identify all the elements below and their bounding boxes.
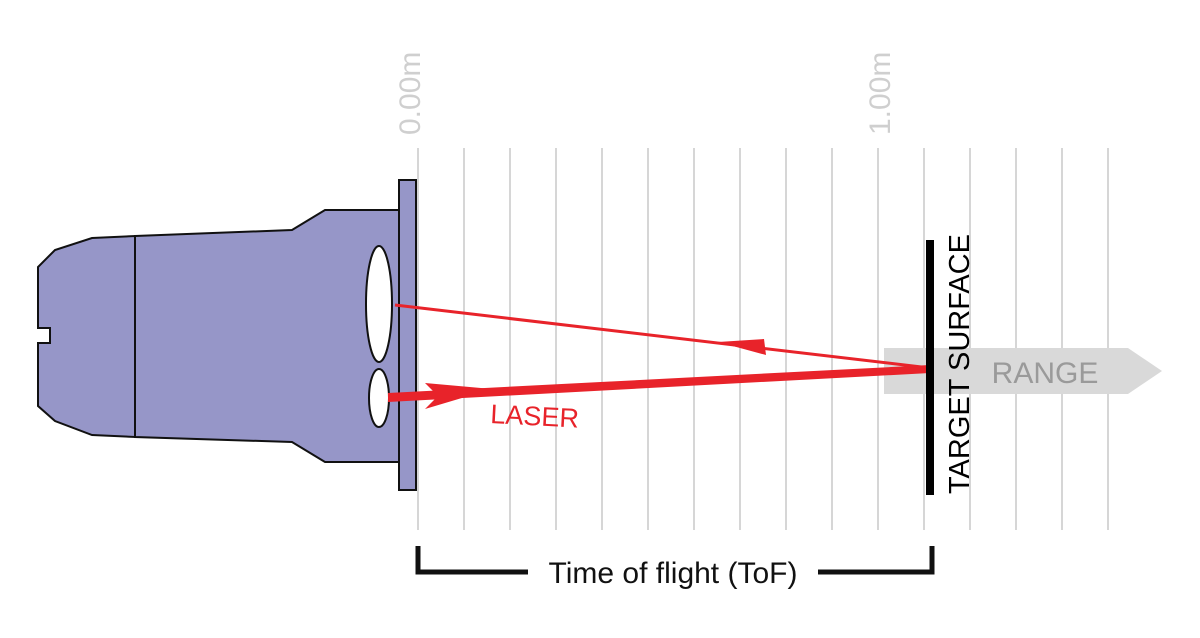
tof-bracket: Time of flight (ToF) <box>415 546 935 590</box>
receiver-lens <box>365 245 393 363</box>
sensor-main-body <box>134 209 401 463</box>
sensor-front-flange <box>398 179 417 491</box>
reflected-arrowhead <box>718 339 766 355</box>
sensor-rear-housing <box>37 234 136 439</box>
sensor-device <box>37 179 417 491</box>
range-label: RANGE <box>992 357 1099 390</box>
range-arrow: RANGE <box>884 348 1162 394</box>
outgoing-laser: LASER <box>388 365 930 434</box>
distance-grid <box>417 148 1109 530</box>
scale-start-label: 0.00m <box>394 52 427 135</box>
target-surface: TARGET SURFACE <box>926 234 976 495</box>
scale-mark-label: 1.00m <box>864 52 897 135</box>
target-surface-bar <box>926 240 934 495</box>
tof-label: Time of flight (ToF) <box>549 557 798 590</box>
target-surface-label: TARGET SURFACE <box>944 234 976 494</box>
emitter-lens <box>368 368 390 428</box>
laser-arrowhead <box>425 383 492 409</box>
laser-label: LASER <box>490 399 580 434</box>
reflected-beam <box>394 303 931 370</box>
laser-beam <box>388 365 930 402</box>
range-arrow-shape <box>884 348 1162 394</box>
tof-bracket-line <box>415 546 935 575</box>
reflected-laser <box>394 303 931 370</box>
